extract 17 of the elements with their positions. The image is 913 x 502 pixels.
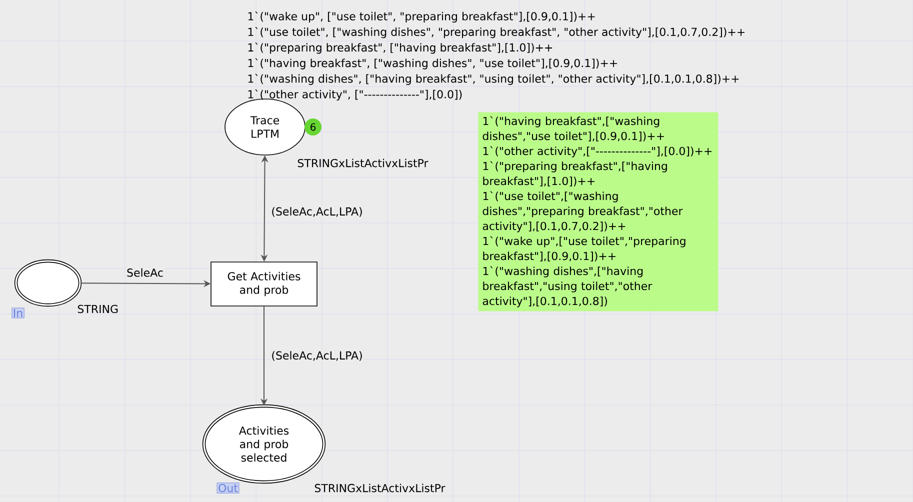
arc-inscription: (SeleAc,AcL,LPA) — [270, 206, 364, 218]
type-label: STRINGxListActivxListPr — [314, 484, 446, 492]
arc-inscription: SeleAc — [126, 267, 164, 278]
transition-box: Get Activities and prob — [210, 262, 318, 306]
initial-marking-text: 1`("having breakfast", ["washing dishes", "use toilet"],[0.9,0.1])++ — [248, 58, 617, 70]
marking-tooltip: 1`("having breakfast",["washing dishes","use toilet"],[0.9,0.1])++ 1`("other activity",["--------------"],[0.0])++ 1`("preparing breakfast",["having breakfast"],[1.0])++ 1`("use toilet",["washing dishes","preparing breakfast","other activity"],[0.1,0.7,0.2])++ 1`("wake up",["use toilet","preparing breakfast"],[0.9,0.1])++ 1`("washing dishes",["having breakfast","using toilet","other activity"],[0.1,0.1,0.8]) — [478, 112, 718, 312]
initial-marking-text: 1`("wake up", ["use toilet", "preparing breakfast"],[0.9,0.1])++ — [248, 11, 595, 23]
type-label: STRINGxListActivxListPr — [298, 158, 428, 168]
port-tag: Out — [216, 482, 240, 494]
initial-marking-text: 1`("washing dishes", ["having breakfast", "using toilet", "other activity"],[0.1,0.1,0.8])++ — [248, 74, 739, 85]
arc-inscription: (SeleAc,AcL,LPA) — [270, 350, 364, 362]
port-tag: In — [12, 308, 24, 318]
initial-marking-text: 1`("other activity", ["--------------"],[0.0]) — [248, 89, 462, 101]
initial-marking-text: 1`("use toilet", ["washing dishes", "preparing breakfast", "other activity"],[0.1,0.7,0.2])++ — [248, 27, 744, 38]
type-label: STRING — [78, 304, 118, 314]
token-count-badge: 6 — [304, 118, 322, 136]
initial-marking-text: 1`("preparing breakfast", ["having breakfast"],[1.0])++ — [248, 42, 552, 54]
